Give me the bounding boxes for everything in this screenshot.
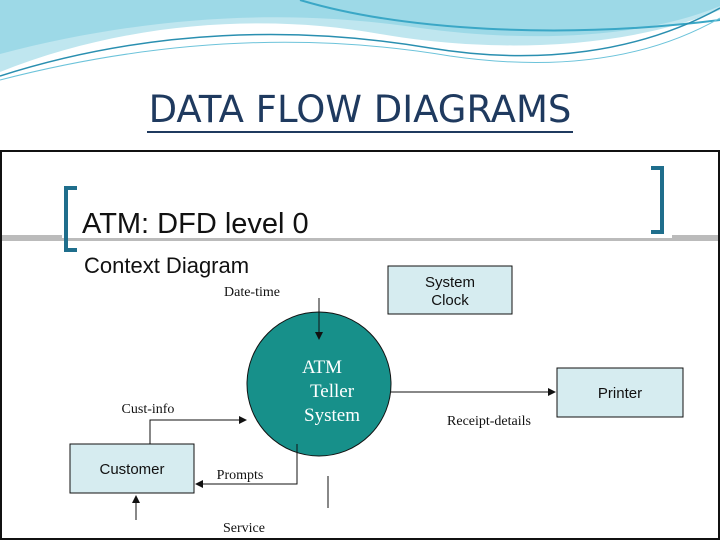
page-title: DATA FLOW DIAGRAMS	[0, 88, 720, 133]
entity-printer-label: Printer	[598, 385, 642, 402]
flow-prompts-arrow	[195, 444, 298, 488]
process-label-line3: System	[304, 405, 360, 426]
flow-cust-info-arrow	[149, 416, 247, 444]
entity-customer-label: Customer	[99, 461, 164, 478]
left-bracket-icon	[64, 186, 77, 252]
entity-system-clock-label-line1: System	[425, 274, 475, 291]
dfd-diagram: ATM: DFD level 0 Context Diagram System …	[0, 150, 720, 540]
entity-printer	[556, 367, 684, 418]
entity-system-clock	[387, 265, 513, 315]
diagram-subheading: Context Diagram	[84, 253, 249, 278]
right-bracket-icon	[651, 166, 664, 234]
header-wave-decoration	[0, 0, 720, 81]
entity-customer	[69, 443, 195, 494]
process-label-line2: Teller	[310, 381, 355, 402]
flow-date-time-label: Date-time	[224, 285, 280, 300]
flow-service-label: Service	[223, 521, 265, 536]
flow-receipt-details-label: Receipt-details	[447, 414, 531, 429]
flow-cust-info-label: Cust-info	[122, 402, 175, 417]
process-label-line1: ATM	[302, 357, 342, 378]
diagram-heading: ATM: DFD level 0	[82, 208, 309, 240]
entity-system-clock-label-line2: Clock	[431, 292, 469, 309]
page-title-text: DATA FLOW DIAGRAMS	[146, 88, 574, 133]
flow-prompts-label: Prompts	[217, 468, 264, 483]
